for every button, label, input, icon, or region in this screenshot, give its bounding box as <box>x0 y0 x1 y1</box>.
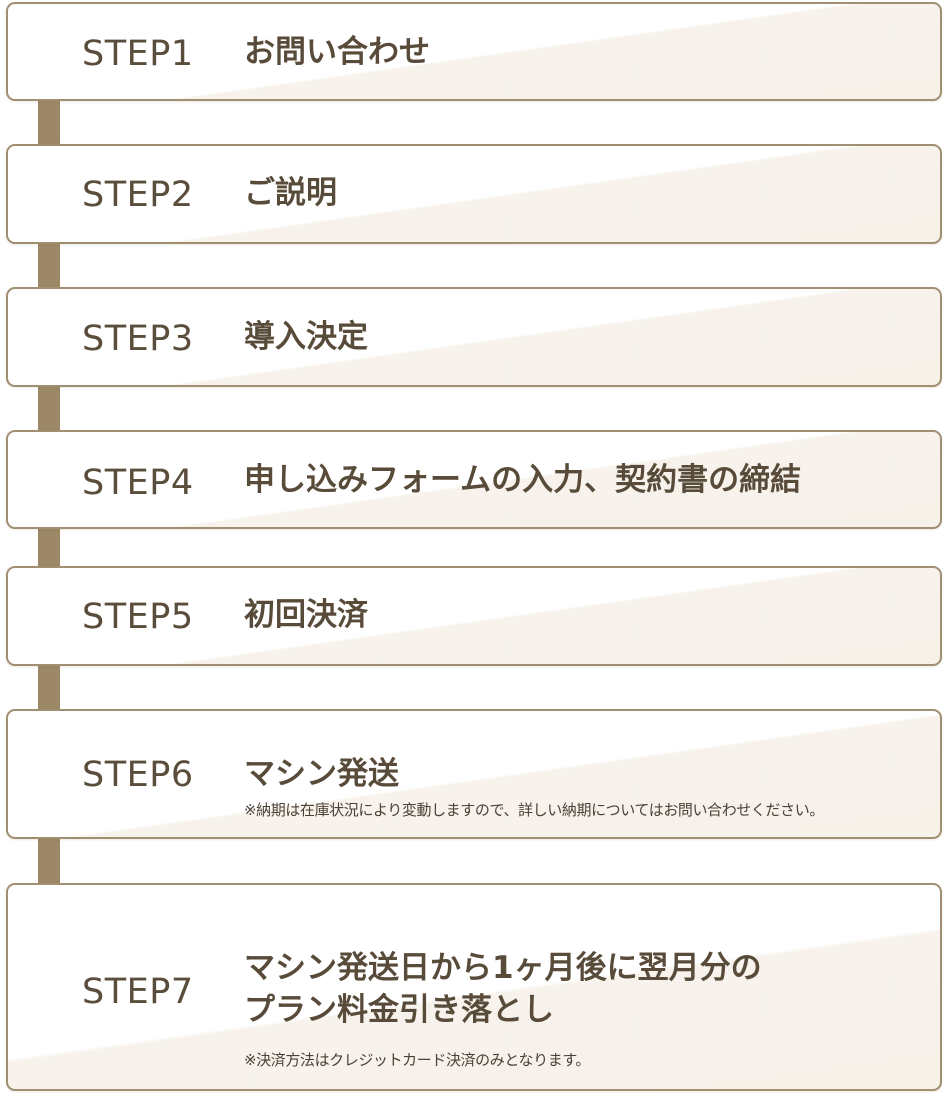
step-label: STEP4 <box>82 463 194 503</box>
step-label: STEP6 <box>82 755 194 795</box>
step-card-6: STEP6 マシン発送 ※納期は在庫状況により変動しますので、詳しい納期について… <box>6 709 942 839</box>
step-note: ※納期は在庫状況により変動しますので、詳しい納期についてはお問い合わせください。 <box>244 801 824 819</box>
step-title-line-1: マシン発送日から1ヶ月後に翌月分の <box>244 950 762 986</box>
step-label: STEP7 <box>82 972 194 1012</box>
step-title-line-2: プラン料金引き落とし <box>244 992 554 1028</box>
step-title: 初回決済 <box>244 597 368 633</box>
step-title: マシン発送 <box>244 756 399 792</box>
step-connector-2-3 <box>38 243 60 288</box>
step-card-7: STEP7 マシン発送日から1ヶ月後に翌月分の プラン料金引き落とし ※決済方法… <box>6 883 942 1091</box>
step-label: STEP5 <box>82 597 194 637</box>
step-title: ご説明 <box>244 175 337 211</box>
step-title: お問い合わせ <box>244 34 430 70</box>
step-label: STEP1 <box>82 34 194 74</box>
step-title: 申し込みフォームの入力、契約書の締結 <box>244 462 802 498</box>
step-card-5: STEP5 初回決済 <box>6 566 942 666</box>
step-title: 導入決定 <box>244 319 368 355</box>
step-connector-1-2 <box>38 100 60 145</box>
step-label: STEP2 <box>82 175 194 215</box>
step-connector-6-7 <box>38 838 60 884</box>
step-connector-5-6 <box>38 665 60 710</box>
step-card-4: STEP4 申し込みフォームの入力、契約書の締結 <box>6 430 942 529</box>
step-card-3: STEP3 導入決定 <box>6 287 942 387</box>
step-note: ※決済方法はクレジットカード決済のみとなります。 <box>244 1051 591 1069</box>
step-label: STEP3 <box>82 319 194 359</box>
step-card-1: STEP1 お問い合わせ <box>6 2 942 101</box>
step-card-2: STEP2 ご説明 <box>6 144 942 244</box>
step-connector-3-4 <box>38 386 60 431</box>
step-connector-4-5 <box>38 528 60 567</box>
